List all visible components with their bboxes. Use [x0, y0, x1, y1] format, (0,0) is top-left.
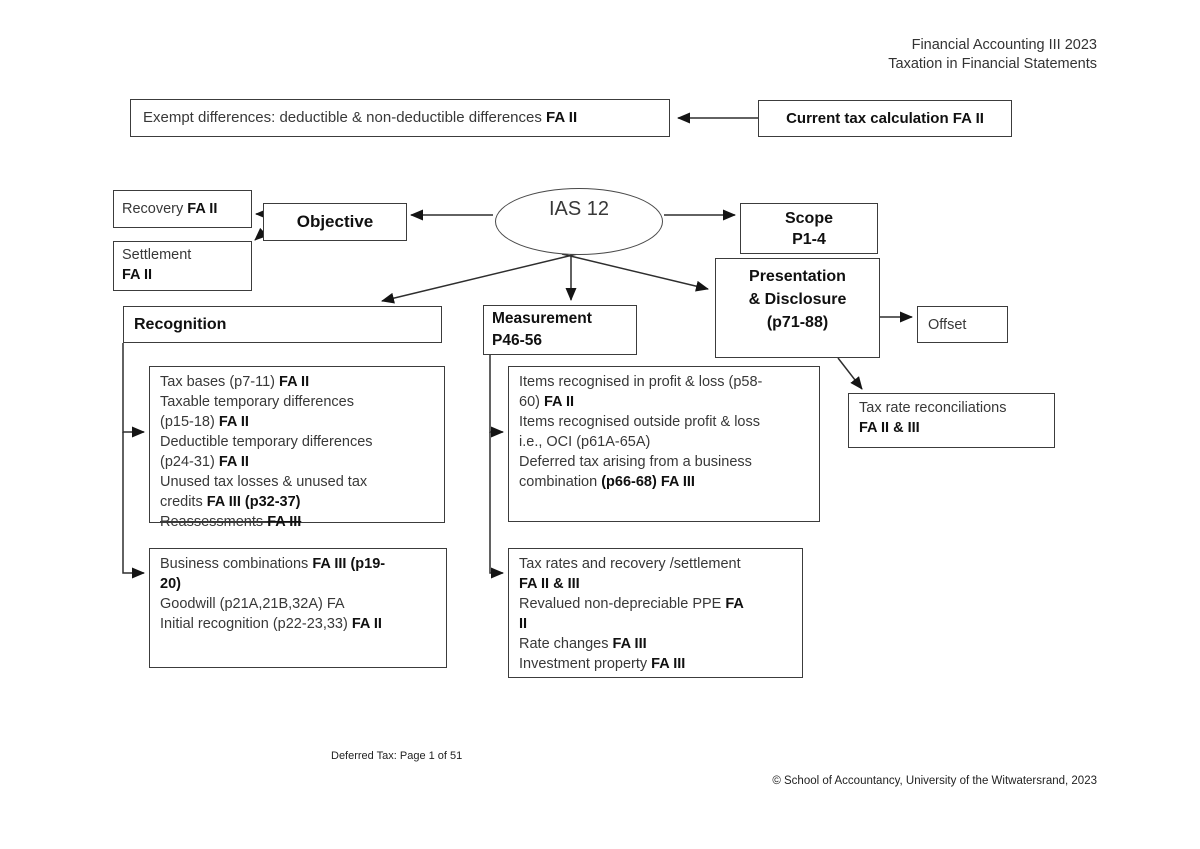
connector-recognition-sub2 — [122, 432, 145, 579]
node-recognition-items-2: Business combinations FA III (p19-20)Goo… — [149, 548, 447, 668]
document-header: Financial Accounting III 2023 Taxation i… — [888, 36, 1097, 74]
node-ias12-hub: IAS 12 — [495, 188, 663, 255]
node-offset: Offset — [917, 306, 1008, 343]
node-measurement-items-1: Items recognised in profit & loss (p58-6… — [508, 366, 820, 522]
node-recovery: Recovery FA II — [113, 190, 252, 228]
course-title: Financial Accounting III 2023 — [911, 37, 1097, 53]
node-exempt-differences: Exempt differences: deductible & non-ded… — [130, 99, 670, 137]
connector-measurement-sub2 — [489, 432, 504, 579]
page-number: Deferred Tax: Page 1 of 51 — [331, 750, 463, 762]
connector-measurement-sub1 — [489, 355, 504, 438]
node-current-tax-calculation: Current tax calculation FA II — [758, 100, 1012, 137]
arrow-ias12-to-presentation — [561, 253, 709, 292]
connector-recognition-sub1 — [122, 343, 145, 438]
node-objective: Objective — [263, 203, 407, 241]
node-presentation-disclosure: Presentation& Disclosure(p71-88) — [715, 258, 880, 358]
document-title: Taxation in Financial Statements — [888, 56, 1097, 72]
arrow-presentation-to-taxrate — [837, 357, 863, 390]
node-recognition: Recognition — [123, 306, 442, 343]
arrow-ias12-to-recognition — [381, 253, 578, 304]
copyright-notice: © School of Accountancy, University of t… — [772, 775, 1097, 787]
